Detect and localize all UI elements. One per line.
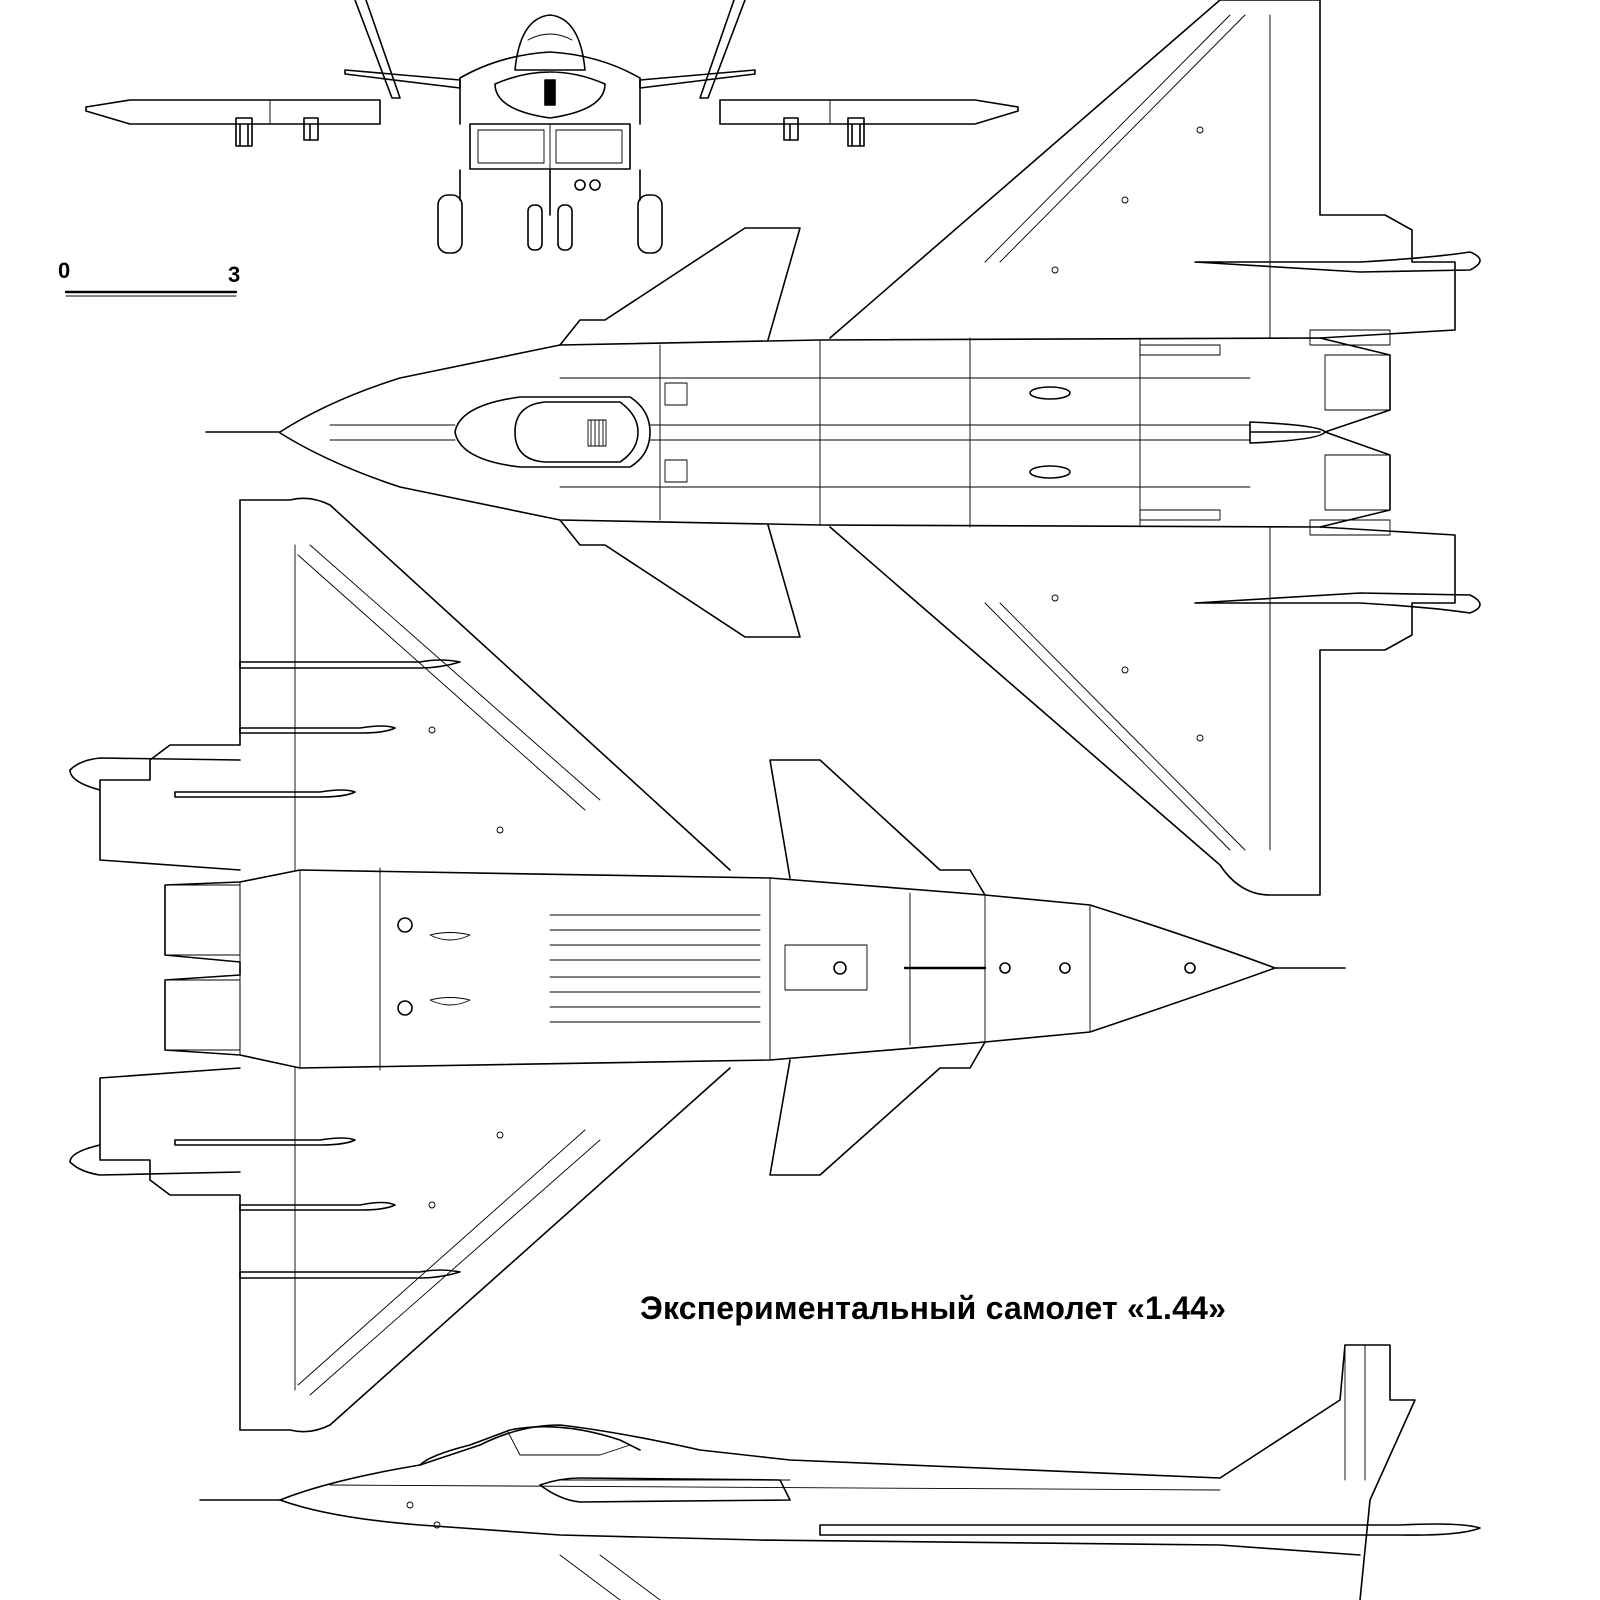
- scale-end-label: 3: [228, 262, 241, 287]
- bottom-view: [69, 497, 1346, 1433]
- front-view: [85, 0, 1019, 254]
- scale-bar: [64, 290, 238, 297]
- drawing-caption: Экспериментальный самолет «1.44»: [640, 1290, 1227, 1326]
- top-view: [205, 0, 1481, 896]
- side-view: [199, 1344, 1481, 1600]
- scale-start-label: 0: [58, 258, 71, 283]
